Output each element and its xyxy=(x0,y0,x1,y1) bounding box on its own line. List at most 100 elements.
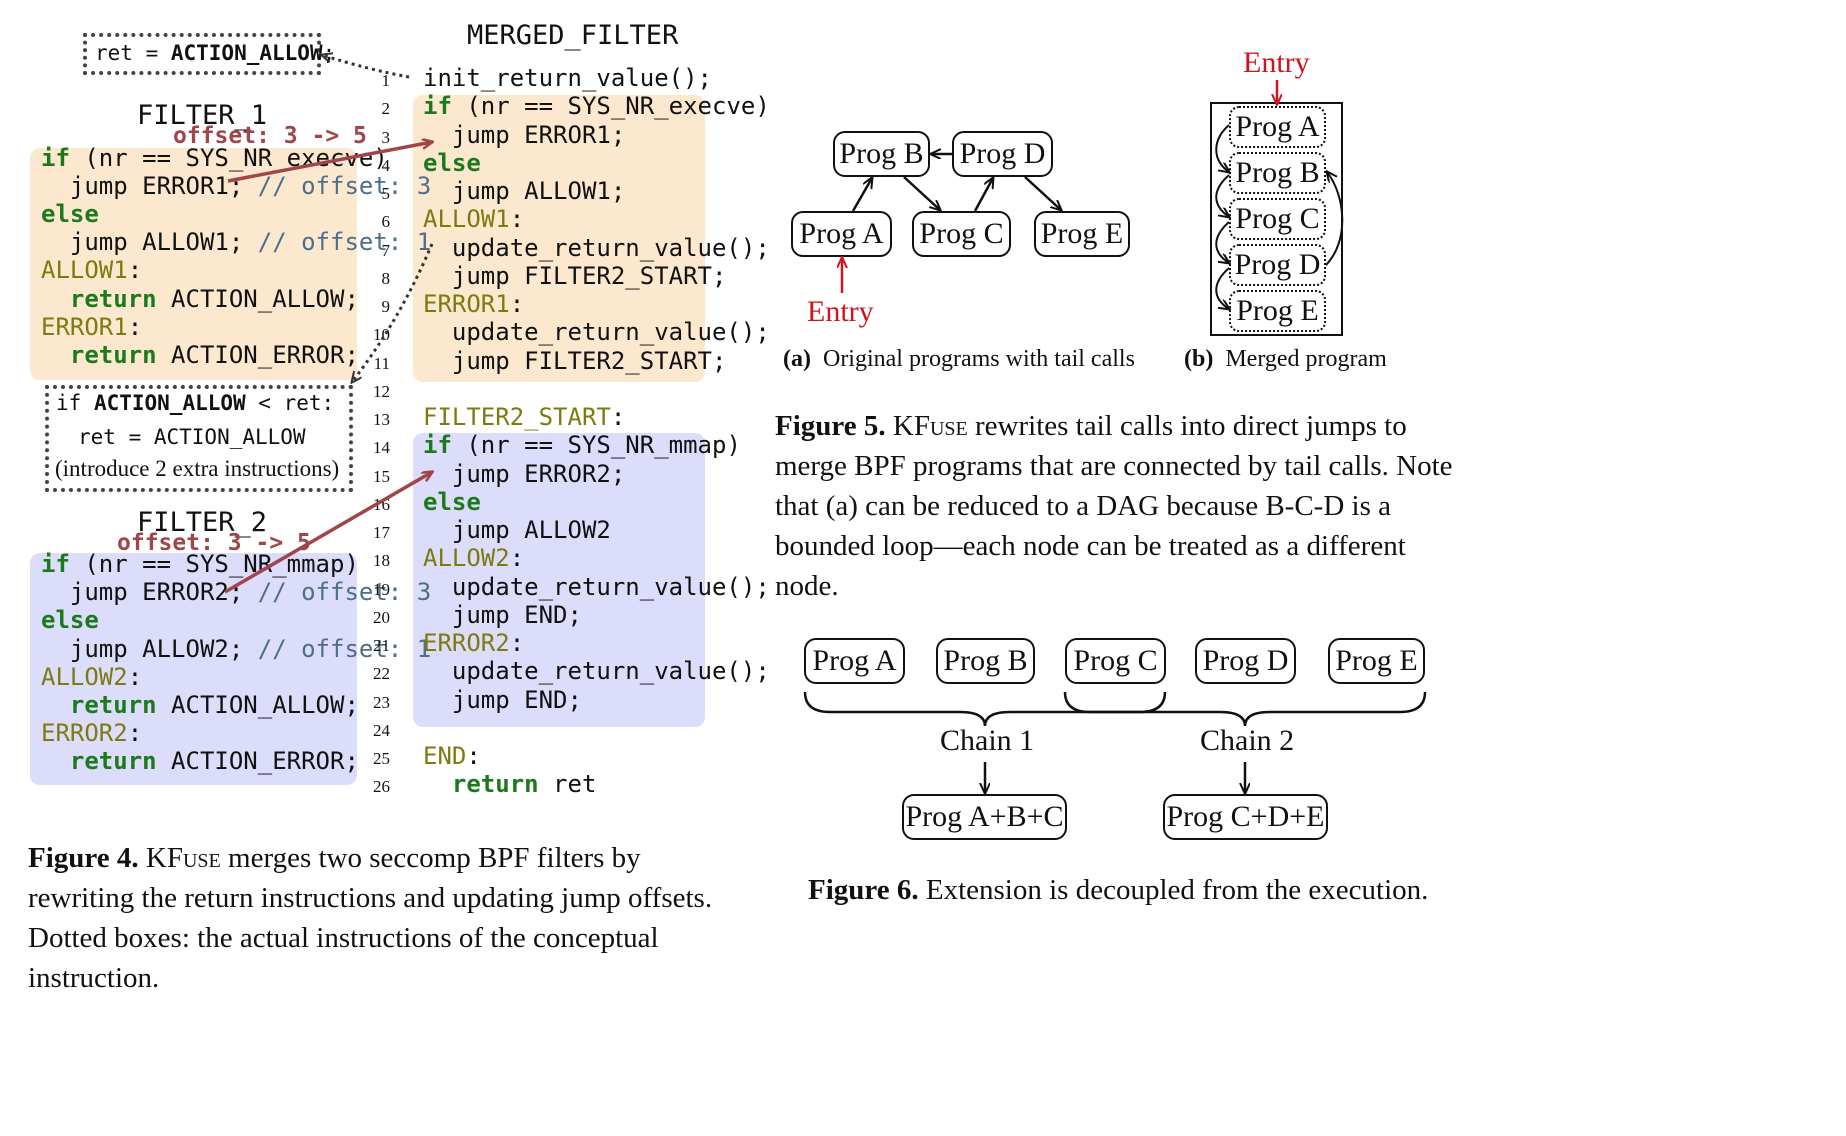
merged-line-16: else xyxy=(423,486,481,519)
merged-line-9: ERROR1: xyxy=(423,288,524,321)
merged-text: update_return_value(); xyxy=(423,657,770,685)
filter2-line-5: ALLOW2: xyxy=(41,661,142,694)
filter1-kw: return xyxy=(69,285,157,313)
filter2-comment: // offset: 3 xyxy=(257,578,432,606)
filter2-text: : xyxy=(127,663,143,691)
fig5b-node-prog-d: Prog D xyxy=(1229,244,1326,286)
merged-line-number: 14 xyxy=(373,438,390,457)
ret-init-code: ret = ACTION_ALLOW; xyxy=(95,37,335,70)
merged-line-10: update_return_value(); xyxy=(423,316,770,349)
filter2-kw: if xyxy=(41,550,70,578)
merged-line-19: update_return_value(); xyxy=(423,571,770,604)
filter1-kw: if xyxy=(41,144,70,172)
fig6-node-prog-d: Prog D xyxy=(1195,638,1296,684)
filter1-label: ERROR1 xyxy=(41,313,128,341)
merged-line-number: 8 xyxy=(381,269,391,288)
filter1-title: FILTER_1 xyxy=(137,100,268,131)
merged-text: jump ALLOW2 xyxy=(423,516,611,544)
figure5-caption-text: rewrites tail calls into direct jumps to… xyxy=(775,410,1453,602)
fig6-node-prog-c: Prog C xyxy=(1065,638,1166,684)
figure5-caption: Figure 5. KFuse rewrites tail calls into… xyxy=(775,406,1475,606)
fig5a-entry-label: Entry xyxy=(807,295,874,328)
filter1-text: ACTION_ALLOW; xyxy=(156,285,359,313)
fig5a-node-prog-a: Prog A xyxy=(791,211,892,257)
ret-init-prefix: ret = xyxy=(95,41,171,65)
merged-text: update_return_value(); xyxy=(423,573,770,601)
merged-jump-c-d xyxy=(1215,221,1229,263)
filter1-text: jump ERROR1; xyxy=(41,172,258,200)
merged-line-number: 3 xyxy=(381,128,391,147)
merged-text: init_return_value(); xyxy=(423,64,712,92)
filter2-text: ACTION_ALLOW; xyxy=(156,691,359,719)
fig6-node-prog-a: Prog A xyxy=(804,638,905,684)
merged-text: : xyxy=(509,629,525,657)
filter2-label: ALLOW2 xyxy=(41,663,128,691)
merged-text: jump END; xyxy=(423,686,582,714)
merged-line-3: jump ERROR1; xyxy=(423,119,625,152)
merged-text: : xyxy=(509,544,525,572)
merged-line-15: jump ERROR2; xyxy=(423,458,625,491)
merged-keyword: if xyxy=(423,431,452,459)
fig6-chain1-label: Chain 1 xyxy=(940,724,1035,757)
filter2-kw: return xyxy=(69,747,157,775)
merged-line-number: 22 xyxy=(373,664,390,683)
merged-line-number: 25 xyxy=(373,749,390,768)
kfuse-name: KFuse xyxy=(893,410,968,442)
merged-label: ERROR1 xyxy=(423,290,510,318)
edge-c-to-d xyxy=(973,178,993,212)
merged-jump-a-b xyxy=(1215,124,1229,172)
merged-line-14: if (nr == SYS_NR_mmap) xyxy=(423,429,741,462)
merged-line-number: 13 xyxy=(373,410,390,429)
merged-text: : xyxy=(466,742,481,770)
filter1-line-6: return ACTION_ALLOW; xyxy=(41,283,359,316)
kfuse-name: KFuse xyxy=(146,842,221,874)
init-ret-dotted-arrow xyxy=(322,55,410,79)
merged-line-17: jump ALLOW2 xyxy=(423,514,611,547)
fig5b-subcaption-label: (b) xyxy=(1184,346,1214,372)
filter2-line-2: jump ERROR2; // offset: 3 xyxy=(41,576,431,609)
merged-line-20: jump END; xyxy=(423,599,582,632)
filter1-jump-arrow xyxy=(227,142,432,183)
filter1-line-3: else xyxy=(41,198,99,231)
cond-box-if: if xyxy=(56,391,94,415)
ret-init-action: ACTION_ALLOW xyxy=(170,41,323,65)
merged-jump-d-b xyxy=(1326,172,1344,266)
fig6-node-prog-b: Prog B xyxy=(936,638,1035,684)
merged-line-6: ALLOW1: xyxy=(423,203,524,236)
fig6-result-cde: Prog C+D+E xyxy=(1163,794,1328,840)
merged-text: jump FILTER2_START; xyxy=(423,262,727,290)
fig5b-node-prog-e: Prog E xyxy=(1229,290,1326,332)
merged-text: jump ERROR1; xyxy=(423,121,626,149)
fig6-node-prog-e: Prog E xyxy=(1328,638,1425,684)
filter1-comment: // offset: 3 xyxy=(257,172,432,200)
cond-box-line1: if ACTION_ALLOW < ret: xyxy=(56,387,334,420)
merged-filter1-background xyxy=(413,95,705,382)
filter1-label: ALLOW1 xyxy=(41,256,128,284)
figure6-caption-label: Figure 6. xyxy=(808,874,919,906)
filter2-background xyxy=(30,553,357,785)
merged-text: update_return_value(); xyxy=(423,318,770,346)
edge-d-to-e xyxy=(1024,176,1061,210)
merged-line-26: return ret xyxy=(423,768,597,801)
chain2-brace xyxy=(1063,691,1427,727)
merged-line-number: 4 xyxy=(381,156,391,175)
filter1-text: : xyxy=(127,313,143,341)
filter2-text: jump ALLOW2; xyxy=(41,635,258,663)
filter1-text: jump ALLOW1; xyxy=(41,228,258,256)
merged-line-1: init_return_value(); xyxy=(423,62,712,95)
fig5a-subcaption-label: (a) xyxy=(783,346,811,372)
merged-line-23: jump END; xyxy=(423,684,582,717)
merged-line-number: 18 xyxy=(373,551,390,570)
filter2-kw: return xyxy=(69,691,157,719)
merged-line-8: jump FILTER2_START; xyxy=(423,260,727,293)
edge-b-to-c xyxy=(903,176,940,210)
merged-label: ERROR2 xyxy=(423,629,510,657)
filter2-line-3: else xyxy=(41,604,99,637)
merged-line-number: 12 xyxy=(373,382,390,401)
merged-line-number: 1 xyxy=(381,71,391,90)
fig5b-node-prog-a: Prog A xyxy=(1229,106,1326,148)
filter2-jump-arrow xyxy=(224,472,432,594)
merged-line-number: 26 xyxy=(373,777,390,796)
